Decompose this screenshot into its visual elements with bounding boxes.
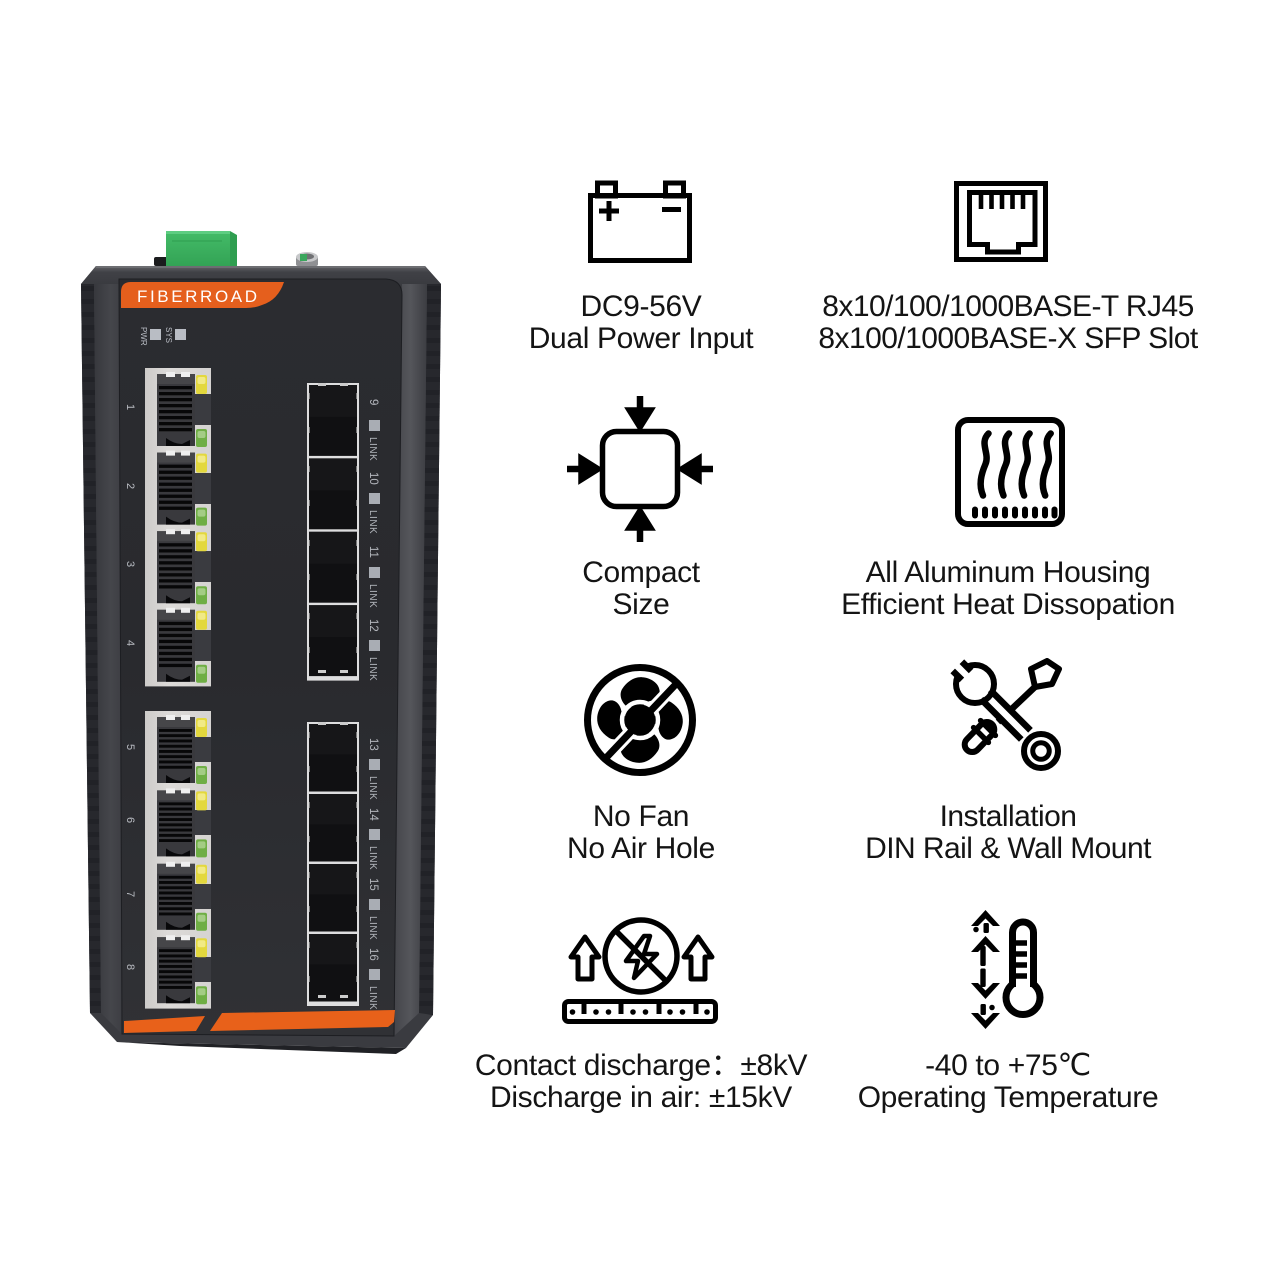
svg-text:SYS: SYS <box>164 327 173 343</box>
svg-text:11: 11 <box>367 546 379 558</box>
svg-text:6: 6 <box>124 817 136 823</box>
svg-text:12: 12 <box>367 619 379 632</box>
svg-text:5: 5 <box>124 744 136 750</box>
svg-text:13: 13 <box>367 738 379 751</box>
svg-text:9: 9 <box>367 399 379 405</box>
svg-text:LINK: LINK <box>367 657 378 681</box>
svg-text:LINK: LINK <box>367 846 378 870</box>
svg-text:LINK: LINK <box>367 916 378 940</box>
svg-text:14: 14 <box>367 808 379 821</box>
svg-text:LINK: LINK <box>367 510 378 534</box>
svg-text:LINK: LINK <box>367 986 378 1010</box>
svg-text:2: 2 <box>124 483 136 489</box>
svg-text:10: 10 <box>367 472 379 485</box>
svg-text:4: 4 <box>124 640 136 646</box>
svg-text:1: 1 <box>124 404 136 410</box>
svg-text:LINK: LINK <box>367 776 378 800</box>
svg-text:3: 3 <box>124 561 136 567</box>
svg-text:PWR: PWR <box>139 327 148 346</box>
svg-text:15: 15 <box>367 878 379 891</box>
svg-text:16: 16 <box>367 948 379 961</box>
svg-text:8: 8 <box>124 964 136 970</box>
svg-text:FIBERROAD: FIBERROAD <box>137 287 260 306</box>
svg-text:LINK: LINK <box>367 584 378 608</box>
svg-text:LINK: LINK <box>367 437 378 461</box>
svg-text:7: 7 <box>124 891 136 897</box>
